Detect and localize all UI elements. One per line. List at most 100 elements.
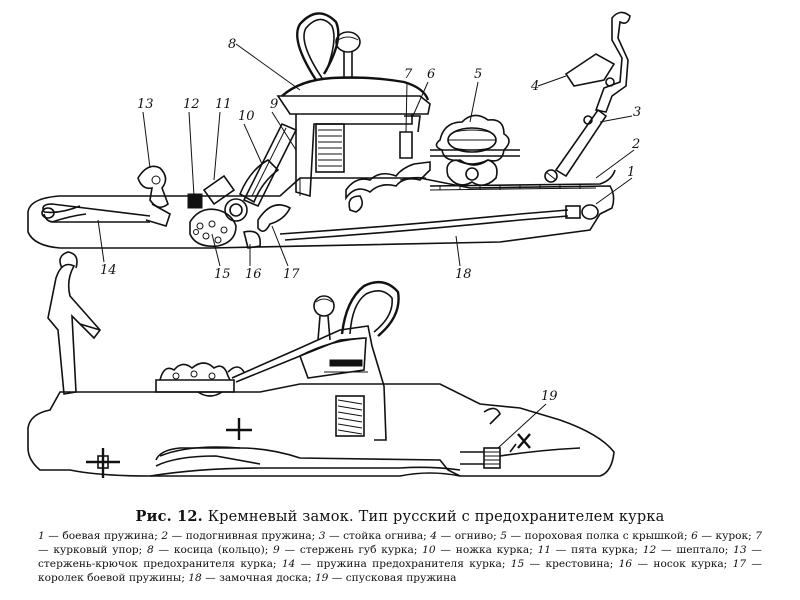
callout-8: 8 [228,37,236,52]
callout-1: 1 [627,165,635,180]
legend-text: — пружина предохранителя курка; [295,558,511,570]
legend-number: 19 [314,572,329,584]
legend-text: — крестовина; [524,558,619,570]
legend-number: 13 [733,544,747,556]
legend-number: 14 [281,558,296,570]
legend-text: — стержень губ курка; [279,544,423,556]
legend-number: 6 [691,530,698,542]
legend-text: — замочная доска; [201,572,315,584]
legend-number: 3 [318,530,326,542]
legend-number: 15 [510,558,525,570]
callout-9: 9 [270,97,278,112]
cock-lower [231,280,400,441]
legend-item: 8 — косица (кольцо); [147,544,273,556]
cock-upper [238,12,431,208]
legend-item: 5 — пороховая полка с крышкой; [500,530,691,542]
legend-number: 8 [147,544,154,556]
frizzen [594,11,631,113]
pan-lower [155,362,245,397]
screw-mid [226,418,252,440]
legend-text: — стойка огнива; [325,530,431,542]
legend-item: 14 — пружина предохранителя курка; [282,558,511,570]
upper-view: 1 2 3 4 5 6 7 8 9 10 11 12 13 14 15 16 1… [27,11,641,282]
legend-number: 4 [430,530,438,542]
legend-number: 12 [642,544,657,556]
callout-10: 10 [238,109,255,124]
callout-16: 16 [245,267,262,282]
callout-12: 12 [183,97,200,112]
figure-label: Рис. 12. [135,508,203,525]
legend-text: — косица (кольцо); [153,544,274,556]
legend: 1 — боевая пружина; 2 — подогнивная пруж… [38,529,762,585]
callout-19: 19 [541,389,558,404]
legend-text: — стержень-крючок предохранителя курка; [38,544,762,570]
legend-item: 3 — стойка огнива; [319,530,431,542]
legend-text: — подогнивная пружина; [168,530,319,542]
legend-item: 18 — замочная доска; [188,572,315,584]
callout-2: 2 [631,137,640,152]
legend-number: 18 [188,572,202,584]
callout-18: 18 [455,267,472,282]
legend-text: — ножка курка; [435,544,538,556]
legend-text: — шептало; [656,544,734,556]
caption-title: Рис. 12. Кремневый замок. Тип русский с … [38,508,762,525]
legend-item: 2 — подогнивная пружина; [161,530,318,542]
legend-item: 1 — боевая пружина; [38,530,161,542]
legend-item: 7 — курковый упор; [38,530,762,556]
legend-item: 12 — шептало; [643,544,733,556]
legend-item: 11 — пята курка; [538,544,643,556]
callout-7: 7 [404,67,413,82]
legend-text: — пята курка; [551,544,643,556]
legend-text: — носок курка; [632,558,733,570]
frizzen-post [554,108,608,178]
legend-text: — курковый упор; [38,544,147,556]
frizzen-lower [47,263,102,395]
callout-6: 6 [427,67,435,82]
legend-number: 7 [755,530,762,542]
legend-item: 19 — спусковая пружина [315,572,457,584]
legend-number: 17 [732,558,747,570]
cross-screw-left [86,448,120,478]
callout-11: 11 [215,97,232,112]
legend-text: — пороховая полка с крышкой; [506,530,692,542]
legend-text: — боевая пружина; [44,530,162,542]
pan-cover [430,114,520,186]
legend-item: 4 — огниво; [430,530,500,542]
legend-text: — огниво; [437,530,501,542]
legend-text: — курок; [697,530,756,542]
callout-15: 15 [214,267,231,282]
safety-hook [137,165,169,208]
legend-number: 2 [161,530,169,542]
callout-17: 17 [283,267,300,282]
legend-number: 1 [38,530,45,542]
figure-caption: Рис. 12. Кремневый замок. Тип русский с … [38,508,762,585]
legend-item: 16 — носок курка; [619,558,733,570]
legend-number: 11 [537,544,552,556]
lock-plate [27,177,615,249]
frizzen-spring [429,169,616,187]
legend-text: — спусковая пружина [328,572,457,584]
lock-diagram: 1 2 3 4 5 6 7 8 9 10 11 12 13 14 15 16 1… [27,11,641,478]
trigger-spring [460,447,581,469]
tumbler-assembly [187,174,292,249]
callout-14: 14 [100,263,117,278]
legend-item: 17 — королек боевой пружины; [38,558,762,584]
legend-number: 5 [500,530,507,542]
legend-text: — королек боевой пружины; [38,558,763,584]
callout-5: 5 [474,67,482,82]
legend-number: 9 [273,544,280,556]
mainspring [279,209,569,235]
cock-ornament [345,161,431,201]
legend-number: 16 [618,558,633,570]
callout-13: 13 [137,97,154,112]
callout-3: 3 [633,105,641,120]
legend-item: 15 — крестовина; [511,558,619,570]
legend-item: 9 — стержень губ курка; [273,544,422,556]
lock-plate-lower [27,383,615,477]
legend-item: 13 — стержень-крючок предохранителя курк… [38,544,762,570]
callout-4: 4 [530,79,539,94]
legend-item: 10 — ножка курка; [422,544,537,556]
legend-number: 10 [422,544,436,556]
legend-item: 6 — курок; [691,530,755,542]
lower-view: 19 [27,251,615,478]
